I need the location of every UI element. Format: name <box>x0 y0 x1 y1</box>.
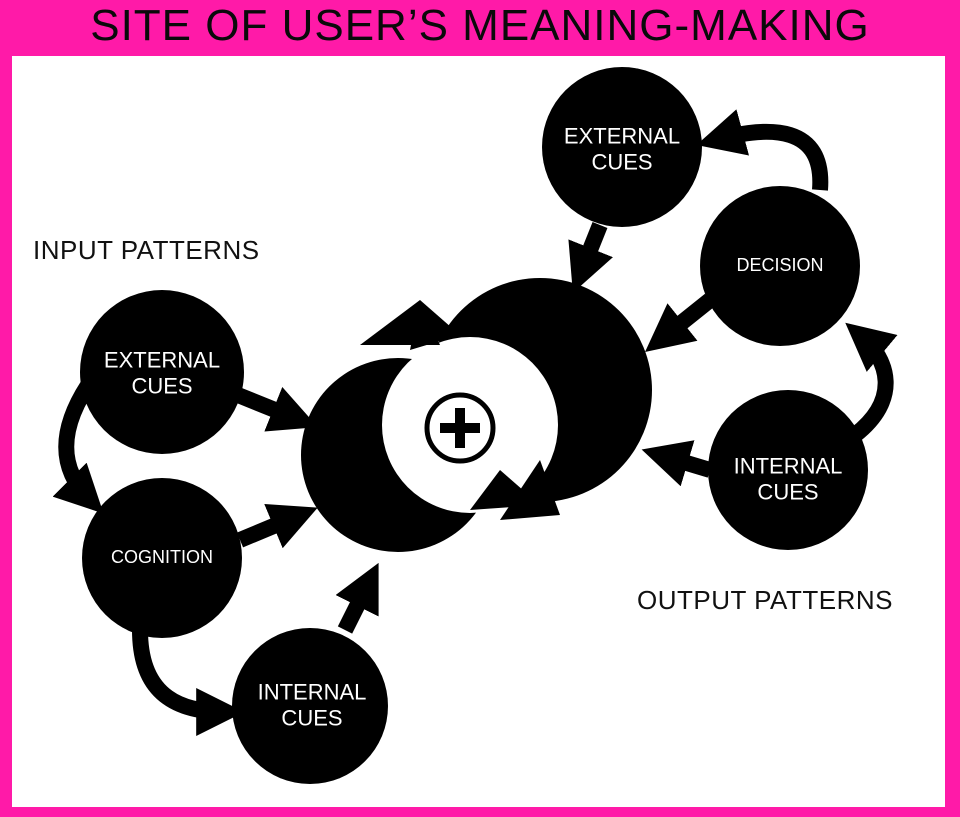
output-external-cues-label: EXTERNAL CUES <box>563 123 681 175</box>
page-title: SITE OF USER’S MEANING-MAKING <box>90 1 870 50</box>
output-decision-node <box>700 186 860 346</box>
arrow-internal-to-decision <box>845 322 898 442</box>
arrow-external-to-hub <box>235 386 318 432</box>
arrow-cognition-to-hub <box>236 503 318 549</box>
arrow-internal-to-hub-right <box>641 440 713 487</box>
output-internal-cues-node <box>708 390 868 550</box>
input-internal-cues-label: INTERNAL CUES <box>257 679 367 731</box>
arrow-cognition-to-internal <box>132 629 245 736</box>
arrow-internal-to-hub <box>335 562 379 634</box>
output-decision-label: DECISION <box>736 255 824 276</box>
input-internal-cues-node <box>232 628 388 784</box>
output-internal-cues-label: INTERNAL CUES <box>733 453 843 505</box>
input-external-cues-label: EXTERNAL CUES <box>103 347 221 399</box>
output-patterns-label: OUTPUT PATTERNS <box>637 585 893 615</box>
arrow-decision-to-hub <box>645 293 715 352</box>
input-external-cues-node <box>80 290 244 454</box>
arrow-outexternal-to-hub <box>568 222 613 293</box>
arrow-external-to-cognition <box>52 370 104 514</box>
output-external-cues-node <box>542 67 702 227</box>
arrow-decision-to-external <box>696 109 829 191</box>
input-cognition-label: COGNITION <box>111 547 213 568</box>
plus-in-circle-icon <box>424 392 496 464</box>
input-patterns-label: INPUT PATTERNS <box>33 235 260 265</box>
input-cognition-node <box>82 478 242 638</box>
